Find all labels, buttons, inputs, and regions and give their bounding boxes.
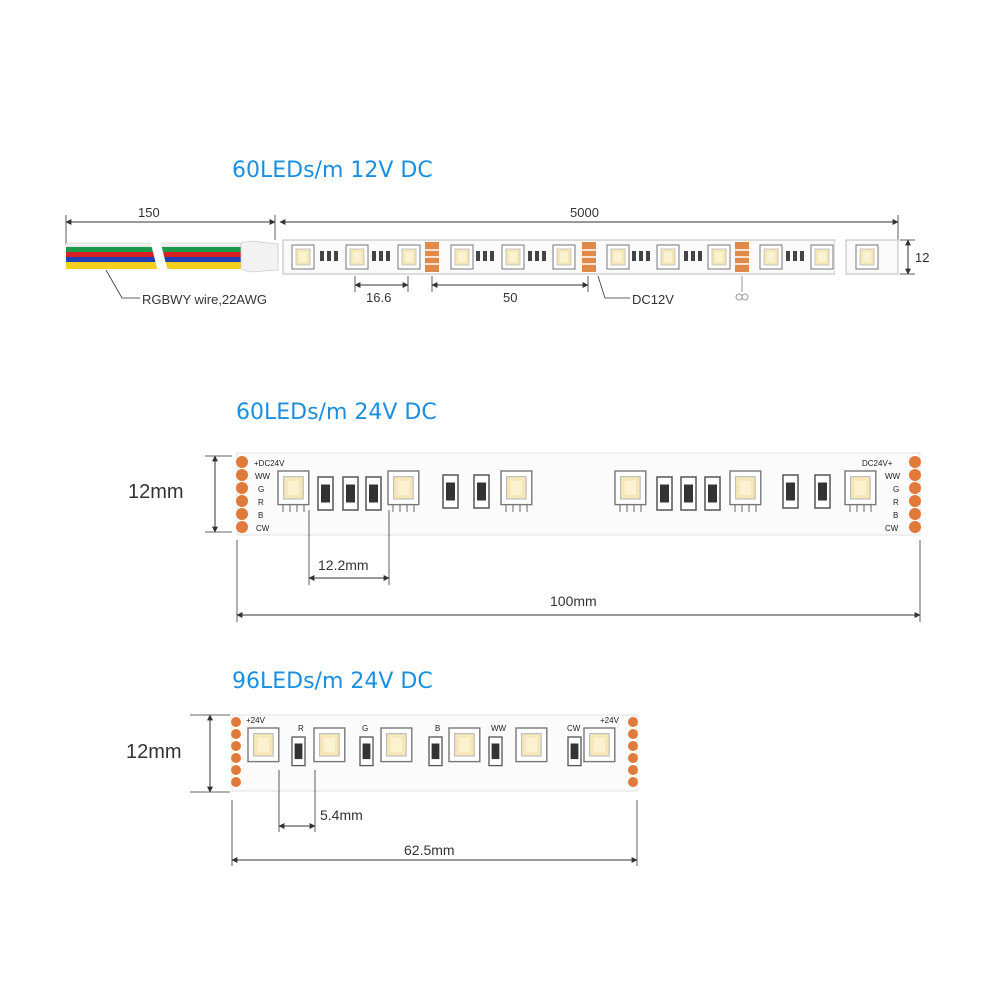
wire-spec-label: RGBWY wire,22AWG [142, 292, 267, 307]
wire-length-dim: 150 [138, 205, 160, 220]
voltage-label: DC12V [632, 292, 674, 307]
pin-left-2: G [258, 485, 264, 494]
strip3-label-5: CW [567, 724, 581, 733]
pin-right-4: B [893, 511, 898, 520]
section3-title: 96LEDs/m 24V DC [232, 669, 433, 694]
strip3-label-0: +24V [246, 716, 266, 725]
strip3-label-4: WW [491, 724, 507, 733]
strip2-cut-dim: 100mm [550, 593, 597, 609]
pin-left-5: CW [256, 524, 270, 533]
pin-right-5: CW [885, 524, 899, 533]
strip3-label-3: B [435, 724, 440, 733]
section1-title: 60LEDs/m 12V DC [232, 158, 433, 183]
pin-right-2: G [893, 485, 899, 494]
pin-left-0: +DC24V [254, 459, 285, 468]
strip-length-dim: 5000 [570, 205, 599, 220]
section1-diagram [65, 215, 915, 301]
strip3-label-6: +24V [600, 716, 620, 725]
strip3-label-1: R [298, 724, 304, 733]
strip3-cut-dim: 62.5mm [404, 842, 455, 858]
section3-diagram: +24V R G B WW CW +24V [190, 714, 638, 866]
pin-left-4: B [258, 511, 263, 520]
strip3-width-dim: 12mm [126, 741, 182, 763]
led-pitch-dim: 16.6 [366, 290, 392, 305]
strip2-pitch-dim: 12.2mm [318, 557, 369, 573]
rgbwy-wires [65, 240, 279, 273]
pin-left-3: R [258, 498, 264, 507]
section2-title: 60LEDs/m 24V DC [236, 400, 437, 425]
pin-right-1: WW [885, 472, 901, 481]
pin-left-1: WW [255, 472, 271, 481]
strip2-width-dim: 12mm [128, 481, 184, 503]
strip3-pitch-dim: 5.4mm [320, 807, 363, 823]
pin-right-3: R [893, 498, 899, 507]
scissors-icon [735, 276, 749, 301]
solder-pads [236, 456, 921, 533]
cut-length-dim: 50 [503, 290, 518, 305]
section2-diagram: +DC24V WW G R B CW DC24V+ WW G R B CW [205, 452, 921, 622]
strip-width-dim: 12 [915, 250, 930, 265]
strip3-label-2: G [362, 724, 368, 733]
pin-right-0: DC24V+ [862, 459, 893, 468]
